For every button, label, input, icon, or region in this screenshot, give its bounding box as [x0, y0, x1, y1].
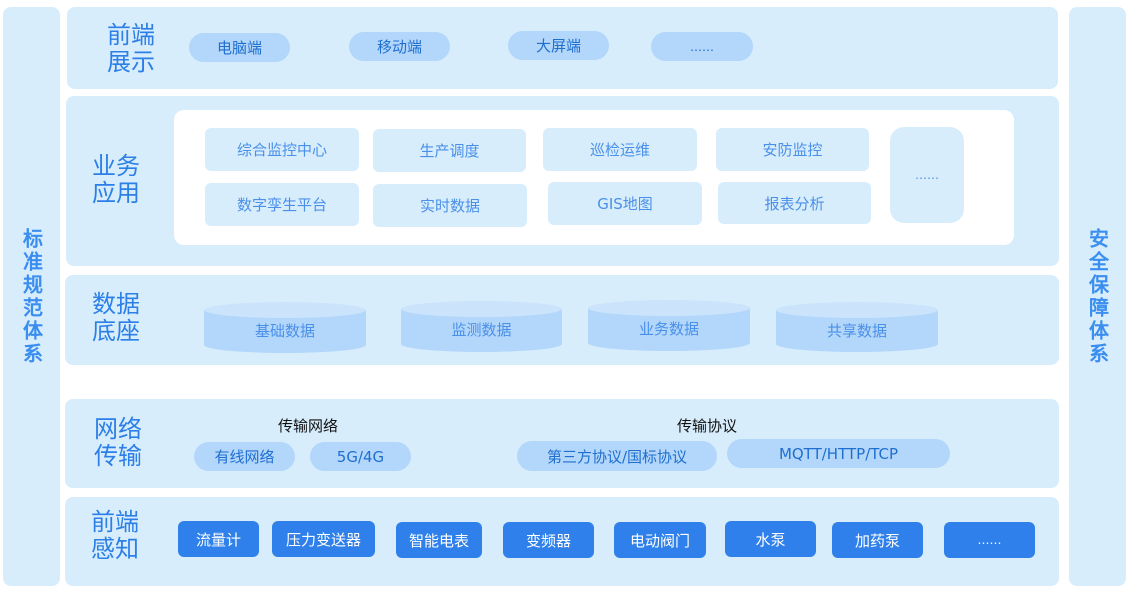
- device-pressure-transmitter[interactable]: 压力变送器: [272, 521, 375, 557]
- security-system-column: 安全保障体系: [1069, 7, 1126, 586]
- security-system-label: 安全保障体系: [1085, 227, 1110, 366]
- db-shared-data-label: 共享数据: [826, 322, 887, 340]
- wired-network-pill[interactable]: 有线网络: [194, 442, 295, 471]
- network-layer: 网络传输 传输网络 有线网络 5G/4G 传输协议 第三方协议/国标协议 MQT…: [65, 399, 1059, 488]
- 5g-4g-pill[interactable]: 5G/4G: [310, 442, 411, 471]
- app-card-realtime-data[interactable]: 实时数据: [373, 184, 527, 227]
- device-dosing-pump[interactable]: 加药泵: [832, 522, 923, 558]
- app-card-digital-twin[interactable]: 数字孪生平台: [205, 183, 359, 226]
- data-foundation-title: 数据底座: [92, 290, 140, 345]
- db-shared-data[interactable]: 共享数据: [776, 302, 938, 352]
- db-business-data[interactable]: 业务数据: [588, 300, 750, 351]
- standards-system-label: 标准规范体系: [19, 227, 44, 366]
- network-title: 网络传输: [94, 415, 142, 470]
- transport-network-title: 传输网络: [278, 417, 339, 435]
- db-cylinder-top: [776, 302, 938, 318]
- standards-system-column: 标准规范体系: [3, 7, 60, 586]
- third-party-protocol-pill[interactable]: 第三方协议/国标协议: [517, 441, 717, 471]
- frontend-sensing-title: 前端感知: [91, 508, 139, 563]
- frontend-display-title: 前端展示: [107, 21, 155, 76]
- db-monitor-data-label: 监测数据: [451, 321, 512, 339]
- db-business-data-label: 业务数据: [638, 320, 699, 338]
- device-smart-meter[interactable]: 智能电表: [396, 522, 482, 558]
- app-card-production-dispatch[interactable]: 生产调度: [373, 129, 526, 172]
- db-monitor-data[interactable]: 监测数据: [401, 301, 562, 352]
- app-card-gis-map[interactable]: GIS地图: [548, 182, 702, 225]
- app-card-more[interactable]: ……: [890, 127, 964, 223]
- db-basic-data[interactable]: 基础数据: [204, 302, 366, 353]
- db-cylinder-top: [204, 302, 366, 318]
- transport-protocol-title: 传输协议: [677, 417, 738, 435]
- device-inverter[interactable]: 变频器: [503, 522, 594, 558]
- mqtt-http-tcp-pill[interactable]: MQTT/HTTP/TCP: [727, 439, 950, 468]
- db-cylinder-top: [588, 300, 750, 316]
- app-card-inspection-ops[interactable]: 巡检运维: [543, 128, 697, 171]
- data-foundation-layer: 数据底座 基础数据 监测数据 业务数据 共享数据: [65, 275, 1059, 365]
- app-card-security-monitor[interactable]: 安防监控: [716, 128, 869, 171]
- device-flowmeter[interactable]: 流量计: [178, 521, 259, 557]
- frontend-display-layer: 前端展示 电脑端 移动端 大屏端 ……: [67, 7, 1058, 89]
- device-water-pump[interactable]: 水泵: [725, 521, 816, 557]
- app-card-monitor-center[interactable]: 综合监控中心: [205, 128, 359, 171]
- pc-client-pill[interactable]: 电脑端: [189, 33, 290, 62]
- business-app-title: 业务应用: [92, 152, 140, 207]
- app-card-report-analysis[interactable]: 报表分析: [718, 182, 871, 224]
- db-cylinder-top: [401, 301, 562, 317]
- device-more[interactable]: ……: [944, 522, 1035, 558]
- frontend-sensing-layer: 前端感知 流量计 压力变送器 智能电表 变频器 电动阀门 水泵 加药泵 ……: [65, 497, 1059, 586]
- more-display-pill[interactable]: ……: [651, 32, 753, 61]
- device-electric-valve[interactable]: 电动阀门: [614, 522, 706, 558]
- mobile-client-pill[interactable]: 移动端: [349, 32, 450, 61]
- db-basic-data-label: 基础数据: [254, 322, 315, 340]
- big-screen-pill[interactable]: 大屏端: [508, 31, 609, 60]
- business-app-layer: 业务应用 综合监控中心 生产调度 巡检运维 安防监控 数字孪生平台 实时数据 G…: [66, 96, 1059, 266]
